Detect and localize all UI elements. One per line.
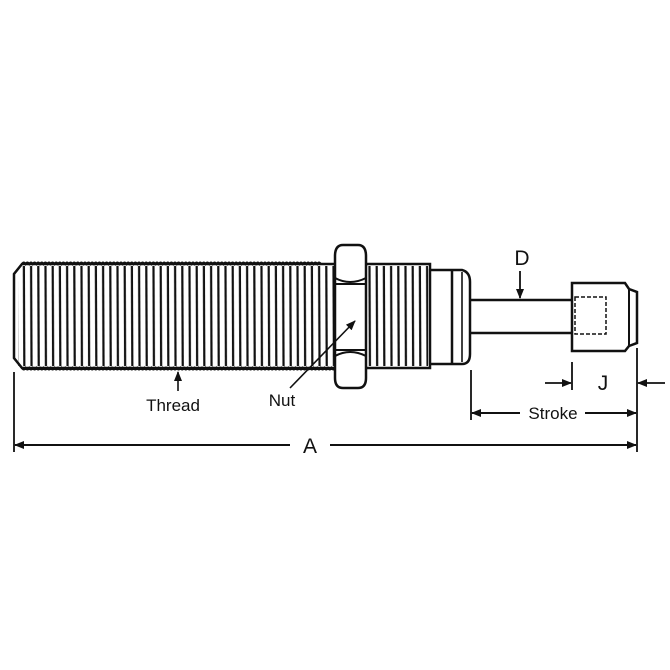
rod-cap xyxy=(570,281,639,353)
thread-crest-top xyxy=(21,261,322,266)
hex-nut xyxy=(333,243,368,390)
threaded-body xyxy=(12,261,339,371)
dimension-a-label: A xyxy=(303,435,317,458)
thread-crest-bottom xyxy=(21,366,337,371)
callout-nut: Nut xyxy=(269,320,356,410)
dimension-stroke-label: Stroke xyxy=(528,404,577,423)
cap-internal-bore xyxy=(574,296,607,335)
dimension-d-label: D xyxy=(514,247,529,270)
dimension-stroke: Stroke xyxy=(471,404,637,423)
thread-label: Thread xyxy=(146,396,200,415)
dimension-d: D xyxy=(514,247,530,299)
dimension-j: J xyxy=(545,372,665,395)
collar xyxy=(428,268,472,366)
piston-rod xyxy=(470,298,572,335)
callout-thread: Thread xyxy=(146,371,200,415)
nut-label: Nut xyxy=(269,391,296,410)
threaded-body-right xyxy=(362,262,432,370)
dimension-a: A xyxy=(14,435,637,458)
extension-lines xyxy=(13,348,638,452)
dimension-j-label: J xyxy=(598,372,609,395)
